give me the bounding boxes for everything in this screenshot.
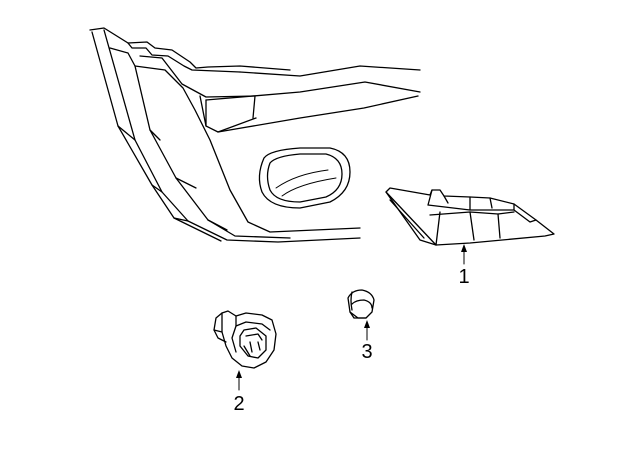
callout-leaders — [236, 244, 467, 391]
bulb — [347, 289, 375, 319]
bumper-fascia — [89, 27, 421, 243]
fog-lamp-opening — [258, 147, 351, 209]
callout-2-label: 2 — [233, 393, 244, 415]
callout-3-label: 3 — [361, 341, 372, 363]
bulb-socket — [213, 310, 277, 369]
side-marker-lamp — [385, 187, 555, 246]
callout-1-label: 1 — [458, 266, 469, 288]
